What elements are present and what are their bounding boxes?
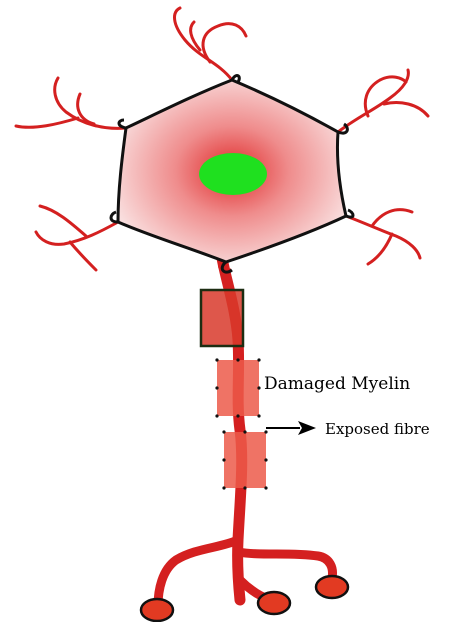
label-damaged-myelin: Damaged Myelin (264, 374, 410, 394)
axon-branch-left (158, 540, 238, 606)
dendrite-lower-left-branch-2 (70, 242, 96, 270)
dendrite-lower-left (36, 222, 118, 244)
terminal-left (141, 599, 173, 621)
myelin-sheath-intact (201, 290, 243, 346)
myelin-damaged (215, 358, 260, 417)
dendrite-top-branch (203, 24, 246, 62)
axon-branch-right (238, 552, 332, 578)
soma (111, 76, 353, 273)
soma-hook-lower-right (346, 210, 353, 217)
right-arrow-icon (266, 421, 316, 435)
dendrite-lower-right-branch-2 (368, 234, 392, 264)
exposed-fibre-segment (222, 430, 267, 489)
dendrite-upper-left-branch-2 (16, 118, 78, 127)
soma-hook-upper-left (119, 120, 126, 128)
label-exposed-fibre: Exposed fibre (325, 420, 430, 438)
terminal-right (316, 576, 348, 598)
terminal-middle (258, 592, 290, 614)
nucleus (199, 153, 267, 195)
dendrite-lower-right-branch (372, 210, 412, 226)
dendrite-lower-left-branch (40, 206, 86, 236)
exposed-fibre-block (224, 432, 266, 488)
dendrite-upper-right-branch-2 (384, 103, 428, 117)
myelin-damaged-block (217, 360, 259, 416)
